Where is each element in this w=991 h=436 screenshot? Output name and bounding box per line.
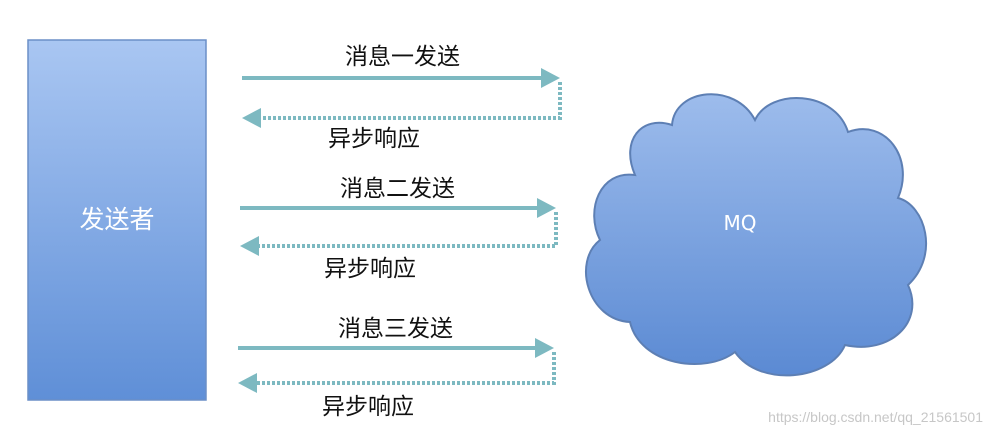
exchange-1: [242, 68, 562, 128]
response-label-2: 异步响应: [324, 256, 416, 282]
send-arrowhead-3: [535, 338, 554, 358]
response-label-1: 异步响应: [328, 126, 420, 152]
response-arrow-1: [258, 82, 562, 120]
response-label-3: 异步响应: [322, 394, 414, 420]
response-arrow-3: [254, 352, 556, 385]
sender-label: 发送者: [79, 205, 155, 234]
send-label-3: 消息三发送: [338, 316, 453, 342]
mq-label: MQ: [723, 211, 757, 235]
watermark-url: https://blog.csdn.net/qq_21561501: [768, 409, 983, 425]
send-label-1: 消息一发送: [345, 44, 460, 70]
sender-box: [27, 39, 207, 401]
send-arrowhead-2: [537, 198, 556, 218]
send-label-2: 消息二发送: [340, 176, 455, 202]
send-arrowhead-1: [541, 68, 560, 88]
response-arrowhead-3: [238, 373, 257, 393]
response-arrowhead-1: [242, 108, 261, 128]
mq-cloud: [585, 93, 928, 377]
response-arrow-2: [256, 212, 558, 248]
response-arrowhead-2: [240, 236, 259, 256]
exchange-2: [240, 198, 558, 256]
exchange-3: [238, 338, 556, 393]
